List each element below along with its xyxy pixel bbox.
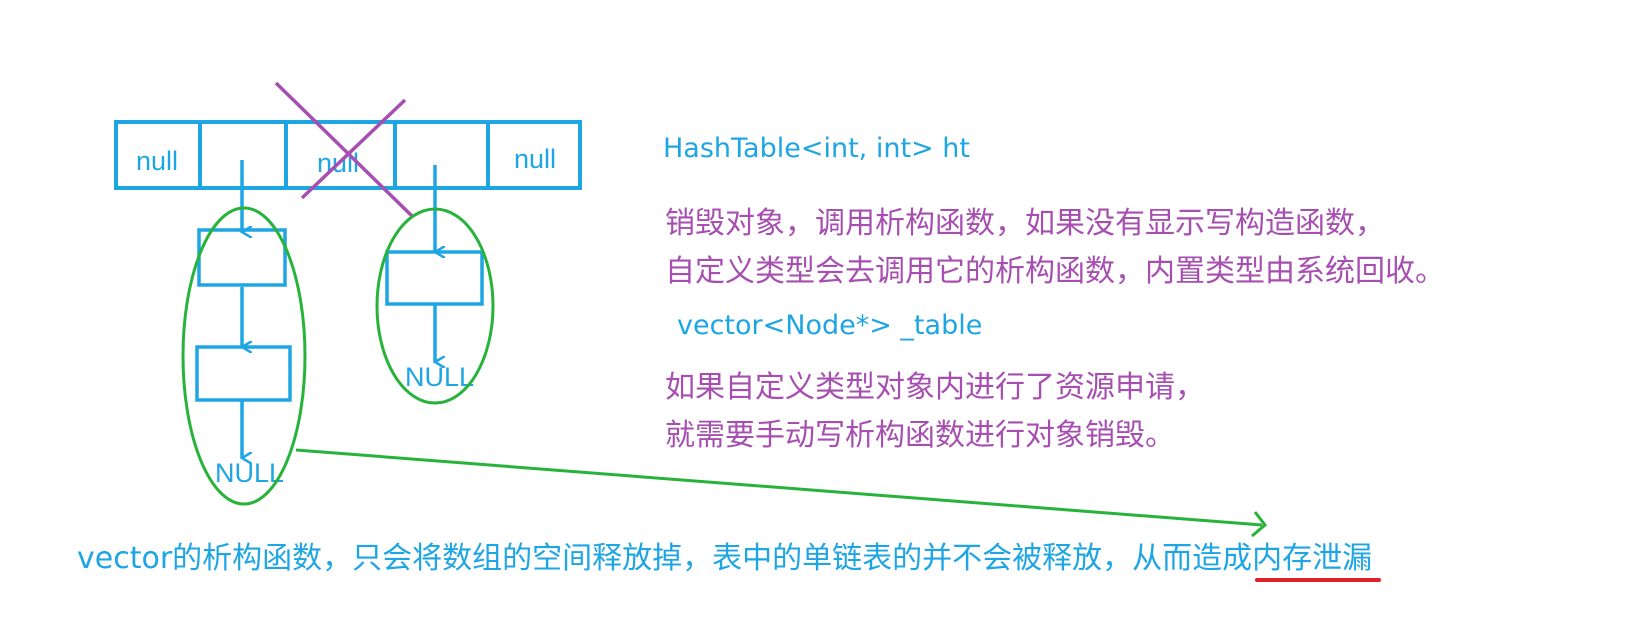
chain2-null-label: NULL [405,362,474,392]
note-line-2: 自定义类型会去调用它的析构函数，内置类型由系统回收。 [665,254,1445,289]
bucket-cell-3 [393,120,490,190]
note-line-1: 销毁对象，调用析构函数，如果没有显示写构造函数， [665,206,1385,241]
linked-list-chain-1 [195,160,292,458]
vector-declaration: vector<Node*> _table [677,310,983,341]
chain2-circle [375,207,495,405]
chain1-node-1 [197,228,287,287]
chain1-null-label: NULL [215,458,284,488]
cross-mark [274,81,414,218]
conclusion-text: vector的析构函数，只会将数组的空间释放掉，表中的单链表的并不会被释放，从而… [77,533,1372,577]
hashtable-declaration: HashTable<int, int> ht [663,133,970,164]
note-line-3: 如果自定义类型对象内进行了资源申请， [665,370,1205,405]
chain1-node-2 [195,345,292,402]
leak-pointer-arrowhead [1251,511,1268,538]
leak-highlight [181,206,1268,538]
conclusion-prefix: vector的析构函数，只会将数组的空间释放掉，表中的单链表的并不会被释放，从而… [77,541,1253,576]
chain1-circle [181,206,307,506]
bucket-label-0: null [136,146,178,176]
memory-leak-highlight: 内存泄漏 [1252,541,1373,576]
note-line-4: 就需要手动写析构函数进行对象销毁。 [665,418,1175,453]
chain2-node-1 [385,250,484,306]
bucket-cell-4 [486,120,582,190]
leak-pointer-line [295,448,1263,527]
bucket-label-4: null [514,144,556,174]
linked-list-chain-2 [385,165,484,362]
